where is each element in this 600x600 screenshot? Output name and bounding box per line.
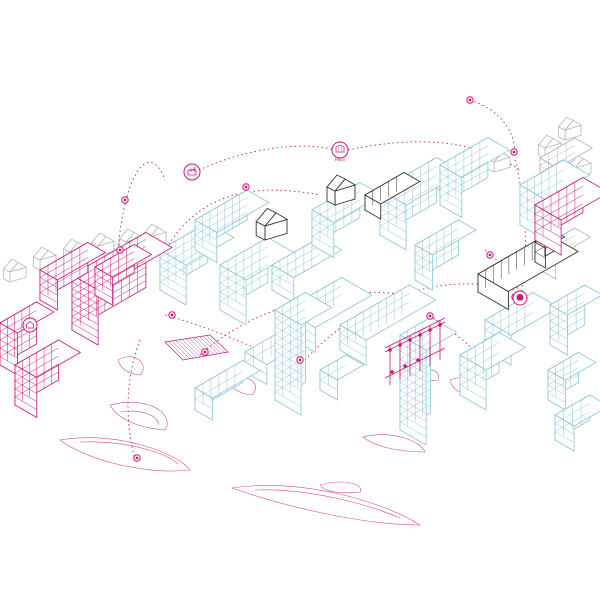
building-icon: Haus [331, 141, 349, 162]
proposed-building [319, 354, 365, 401]
hatch-line [168, 341, 187, 360]
hatch-line [164, 341, 184, 361]
highlighted-building [0, 301, 55, 376]
hatch-line [175, 340, 194, 359]
highlighted-building [94, 243, 153, 306]
hatch-line [178, 339, 197, 358]
existing-house [2, 258, 27, 283]
arc-node [201, 348, 209, 356]
arc-node [426, 312, 434, 320]
hatched-courtyard [164, 334, 229, 361]
icon-markers: Haus [22, 141, 528, 333]
arc-node [133, 454, 141, 462]
proposed-building [554, 394, 600, 452]
tree-icon [512, 290, 528, 306]
arc-node [168, 311, 176, 319]
outline-house [326, 174, 357, 206]
hatch-line [206, 335, 225, 353]
hatch-line [199, 336, 218, 354]
proposed-building [549, 284, 600, 356]
pergola-structures [384, 317, 446, 385]
building-icon-label: Haus [335, 157, 345, 162]
hatch-line [196, 337, 215, 355]
proposed-building [274, 291, 333, 416]
hatch-line [185, 338, 204, 357]
arc-node [296, 356, 304, 364]
arc-node [121, 196, 129, 204]
proposed-buildings [159, 136, 600, 452]
highlighted-buildings [0, 176, 600, 419]
hatch-line [171, 340, 191, 359]
outline-house [255, 207, 289, 241]
proposed-building [547, 351, 597, 411]
highlighted-building [14, 339, 82, 419]
highlighted-building [39, 241, 107, 311]
proposed-building [219, 236, 295, 326]
proposed-building [439, 136, 511, 219]
hatch-line [209, 334, 229, 353]
existing-house [32, 246, 57, 271]
proposed-building [194, 189, 270, 264]
factory-icon [183, 163, 201, 181]
arc-node [510, 148, 518, 156]
proposed-building [339, 284, 437, 366]
proposed-building [379, 156, 464, 251]
arc-node [242, 183, 250, 191]
outline-annex [364, 171, 421, 220]
proposed-building [194, 359, 262, 421]
existing-house [557, 116, 582, 141]
hatch-line [182, 339, 201, 358]
proposed-building [414, 219, 477, 291]
arc-node [486, 251, 494, 259]
house-icon [22, 317, 38, 333]
proposed-building [459, 331, 527, 411]
arc-node [466, 96, 474, 104]
arc-node [116, 246, 124, 254]
highlighted-building [534, 176, 600, 256]
hatch-line [202, 335, 222, 354]
